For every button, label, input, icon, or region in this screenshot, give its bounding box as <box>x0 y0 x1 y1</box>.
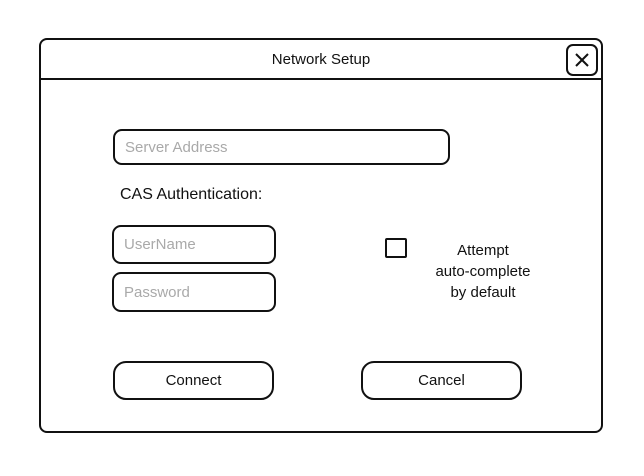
dialog-title: Network Setup <box>271 50 371 68</box>
close-icon <box>575 53 589 67</box>
autocomplete-checkbox[interactable] <box>385 238 407 258</box>
username-input[interactable] <box>112 225 276 264</box>
password-input[interactable] <box>112 272 276 312</box>
close-button[interactable] <box>566 44 598 76</box>
autocomplete-label-line: by default <box>450 284 516 301</box>
dialog-titlebar: Network Setup <box>41 40 601 80</box>
cancel-button[interactable]: Cancel <box>361 361 522 400</box>
autocomplete-label-line: Attempt <box>457 242 509 259</box>
autocomplete-label: Attempt auto-complete by default <box>423 240 543 303</box>
network-setup-dialog: Network Setup CAS Authentication: Attemp… <box>39 38 603 433</box>
autocomplete-label-line: auto-complete <box>435 263 531 280</box>
connect-button[interactable]: Connect <box>113 361 274 400</box>
cas-authentication-label: CAS Authentication: <box>120 186 263 203</box>
server-address-input[interactable] <box>113 129 450 165</box>
